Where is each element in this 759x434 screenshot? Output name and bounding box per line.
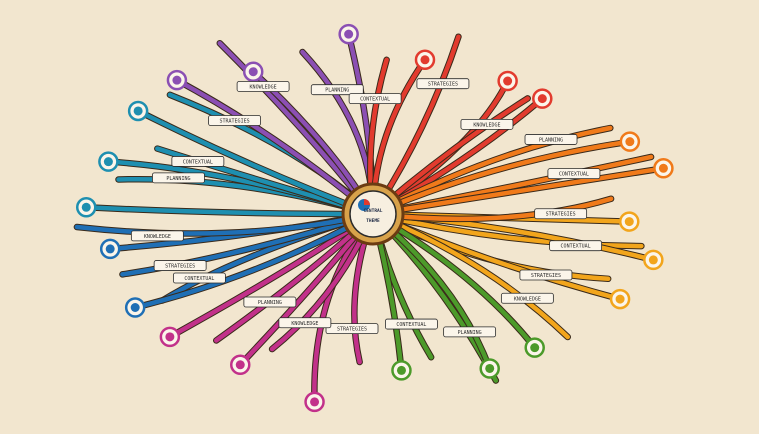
- label-box[interactable]: [152, 172, 205, 184]
- label-box[interactable]: [524, 134, 578, 145]
- label-box[interactable]: [243, 296, 297, 308]
- label-text: CONTEXTUAL: [559, 172, 589, 178]
- label-box[interactable]: [278, 317, 332, 329]
- label-text: CONTEXTUAL: [360, 97, 390, 103]
- label-box[interactable]: [534, 208, 588, 220]
- node-dot: [248, 67, 258, 77]
- node-dot: [624, 217, 634, 227]
- label-box[interactable]: [385, 318, 438, 330]
- label-box[interactable]: [348, 93, 402, 105]
- branch-line: [74, 211, 376, 236]
- branch-line: [132, 211, 376, 310]
- node-dot: [130, 302, 140, 312]
- label-text: PLANNING: [458, 330, 482, 336]
- label-box[interactable]: [236, 81, 290, 92]
- label-box[interactable]: [460, 118, 514, 130]
- branch-line: [370, 166, 666, 217]
- label-box[interactable]: [130, 230, 184, 242]
- node-dot: [648, 255, 658, 265]
- node-dot: [485, 363, 495, 373]
- node-dot: [172, 75, 182, 85]
- node-dot: [105, 244, 115, 254]
- label-box[interactable]: [153, 260, 207, 271]
- label-box[interactable]: [416, 78, 470, 90]
- central-hub[interactable]: CENTRAL THEME: [341, 182, 405, 246]
- branch-line: [370, 211, 644, 249]
- label-text: KNOWLEDGE: [514, 296, 541, 302]
- label-text: STRATEGIES: [428, 82, 458, 88]
- label-box[interactable]: [519, 269, 573, 281]
- node-dot: [165, 332, 175, 342]
- label-text: PLANNING: [325, 88, 349, 94]
- label-text: STRATEGIES: [165, 264, 195, 270]
- branch-line: [370, 196, 614, 222]
- label-text: PLANNING: [166, 176, 190, 182]
- node-dot: [503, 76, 513, 86]
- label-box[interactable]: [171, 156, 225, 167]
- node-dot: [420, 55, 430, 65]
- branch-line: [370, 139, 633, 217]
- hub-subtitle: THEME: [366, 218, 380, 224]
- label-box[interactable]: [325, 323, 379, 335]
- node-dot: [537, 94, 547, 104]
- node-dot: [625, 137, 635, 147]
- label-box[interactable]: [500, 292, 554, 304]
- hub-title: CENTRAL: [364, 208, 383, 214]
- label-text: STRATEGIES: [337, 327, 367, 333]
- label-box[interactable]: [172, 272, 226, 284]
- label-text: KNOWLEDGE: [144, 234, 171, 240]
- node-dot: [615, 294, 625, 304]
- label-text: PLANNING: [258, 300, 282, 306]
- node-layer: [75, 23, 674, 413]
- label-box[interactable]: [208, 115, 261, 126]
- node-dot: [658, 163, 668, 173]
- node-dot: [396, 365, 406, 375]
- node-dot: [103, 157, 113, 167]
- branch-line: [135, 108, 376, 217]
- label-text: KNOWLEDGE: [291, 321, 318, 327]
- label-text: CONTEXTUAL: [396, 322, 426, 328]
- label-text: CONTEXTUAL: [183, 159, 213, 165]
- node-dot: [133, 106, 143, 116]
- node-dot: [81, 202, 91, 212]
- label-box[interactable]: [547, 168, 601, 180]
- label-box[interactable]: [549, 240, 603, 252]
- branch-line: [83, 205, 376, 217]
- label-box[interactable]: [443, 326, 497, 338]
- label-text: STRATEGIES: [531, 273, 561, 279]
- node-dot: [344, 29, 354, 39]
- node-dot: [310, 397, 320, 407]
- label-layer: CONTEXTUAL STRATEGIES KNOWLEDGE PLANNING CON…: [130, 78, 603, 338]
- label-text: STRATEGIES: [546, 212, 576, 218]
- label-text: CONTEXTUAL: [561, 244, 591, 250]
- branch-line: [120, 211, 376, 277]
- node-dot: [530, 343, 540, 353]
- label-text: KNOWLEDGE: [250, 84, 277, 90]
- node-dot: [235, 360, 245, 370]
- label-text: CONTEXTUAL: [184, 276, 214, 282]
- label-text: STRATEGIES: [220, 119, 250, 125]
- label-text: PLANNING: [539, 137, 563, 143]
- label-box[interactable]: [310, 84, 364, 96]
- label-text: KNOWLEDGE: [473, 122, 500, 128]
